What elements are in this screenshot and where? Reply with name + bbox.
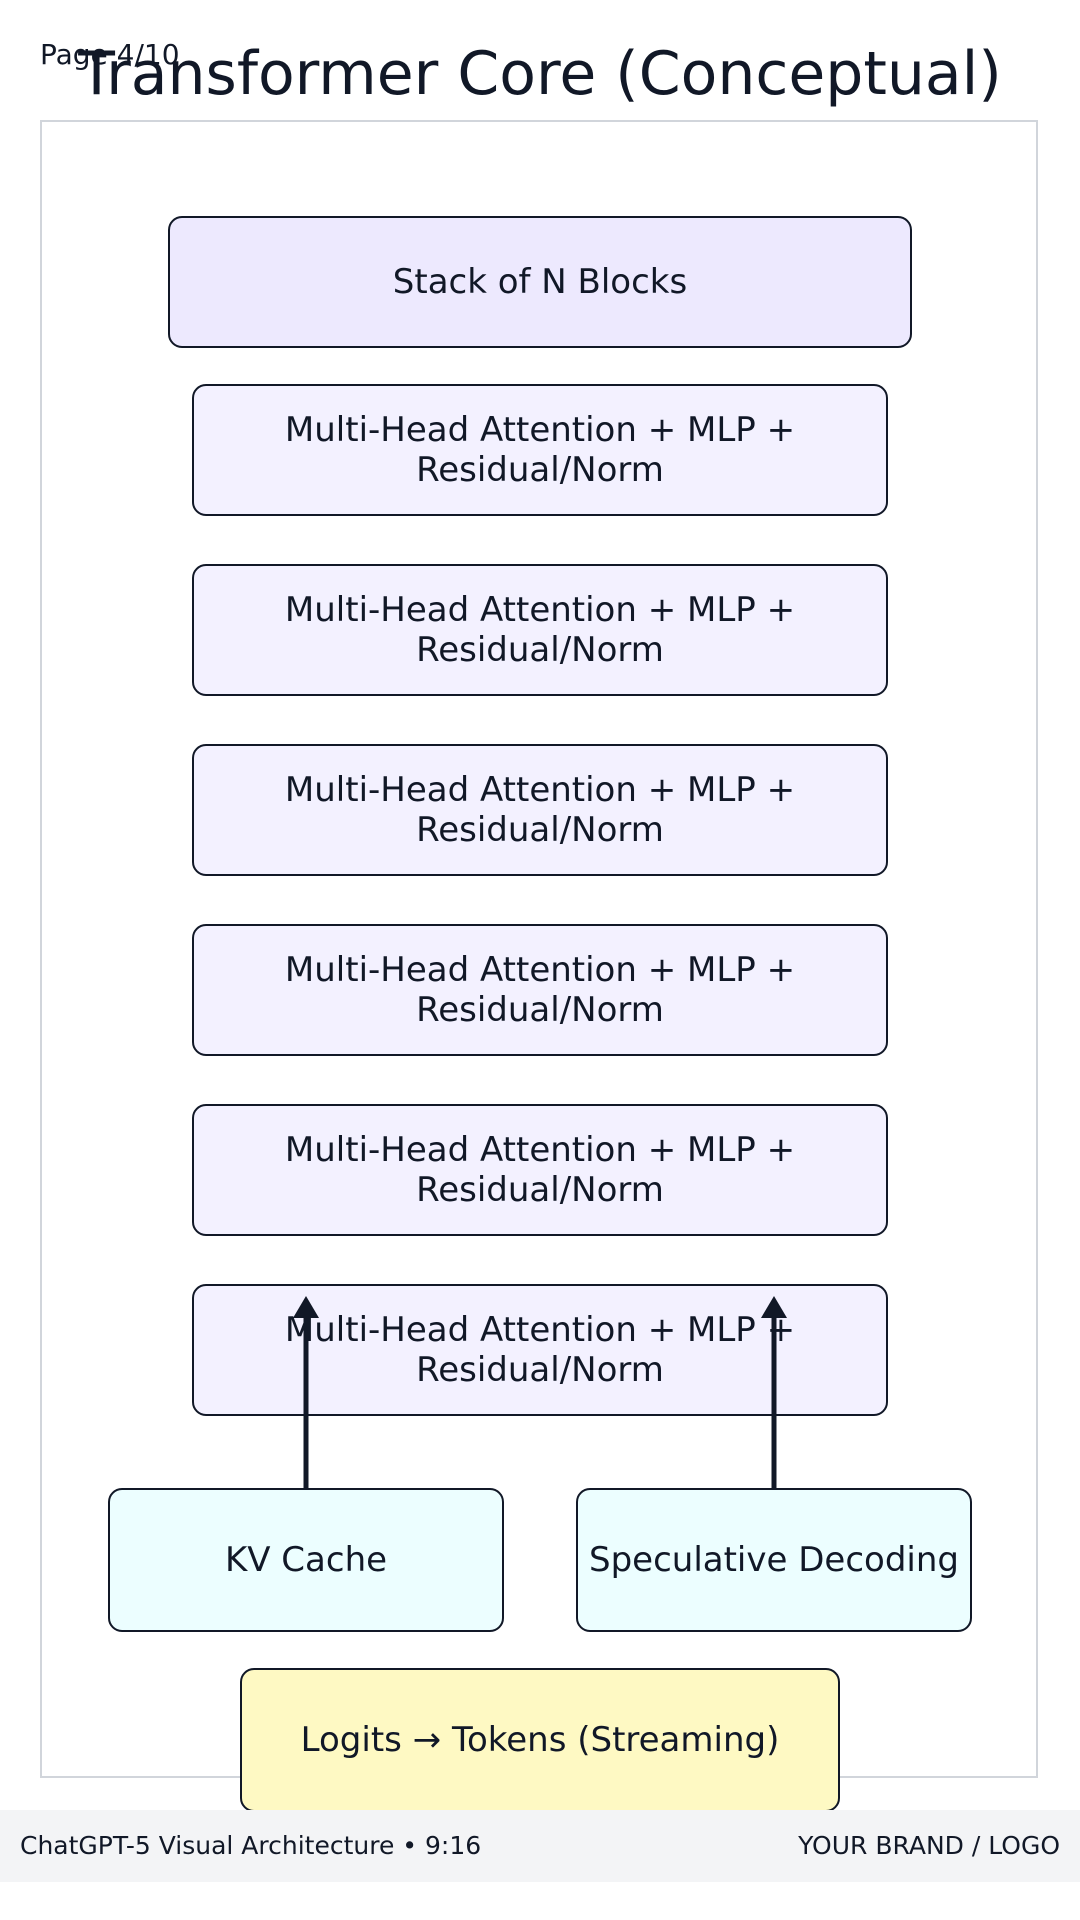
kv-cache-label: KV Cache — [224, 1540, 388, 1580]
logits-label: Logits → Tokens (Streaming) — [300, 1720, 780, 1760]
transformer-block-2: Multi-Head Attention + MLP + Residual/No… — [192, 564, 888, 696]
transformer-block-6: Multi-Head Attention + MLP + Residual/No… — [192, 1284, 888, 1416]
stack-of-n-blocks-label: Stack of N Blocks — [392, 262, 688, 302]
block-label-line1: Multi-Head Attention + MLP + — [284, 590, 796, 630]
block-label-line1: Multi-Head Attention + MLP + — [284, 410, 796, 450]
block-label-line2: Residual/Norm — [416, 1170, 664, 1210]
block-label-line1: Multi-Head Attention + MLP + — [284, 1130, 796, 1170]
stack-of-n-blocks-box: Stack of N Blocks — [168, 216, 912, 348]
block-label-line2: Residual/Norm — [416, 450, 664, 490]
block-label-line1: Multi-Head Attention + MLP + — [284, 1310, 796, 1350]
kv-cache-box: KV Cache — [108, 1488, 504, 1632]
footer-bar — [0, 1810, 1080, 1882]
transformer-block-1: Multi-Head Attention + MLP + Residual/No… — [192, 384, 888, 516]
speculative-decoding-box: Speculative Decoding — [576, 1488, 972, 1632]
transformer-block-3: Multi-Head Attention + MLP + Residual/No… — [192, 744, 888, 876]
brand-logo-placeholder: YOUR BRAND / LOGO — [798, 1831, 1060, 1860]
footer-caption: ChatGPT-5 Visual Architecture • 9:16 — [20, 1831, 482, 1860]
block-label-line2: Residual/Norm — [416, 810, 664, 850]
block-label-line2: Residual/Norm — [416, 630, 664, 670]
block-label-line2: Residual/Norm — [416, 990, 664, 1030]
transformer-block-4: Multi-Head Attention + MLP + Residual/No… — [192, 924, 888, 1056]
block-label-line2: Residual/Norm — [416, 1350, 664, 1390]
page-title: Transformer Core (Conceptual) — [78, 39, 1002, 109]
block-label-line1: Multi-Head Attention + MLP + — [284, 770, 796, 810]
logits-box: Logits → Tokens (Streaming) — [240, 1668, 840, 1812]
speculative-decoding-label: Speculative Decoding — [589, 1540, 959, 1580]
block-label-line1: Multi-Head Attention + MLP + — [284, 950, 796, 990]
page-number: Page 4/10 — [40, 38, 180, 71]
transformer-block-5: Multi-Head Attention + MLP + Residual/No… — [192, 1104, 888, 1236]
